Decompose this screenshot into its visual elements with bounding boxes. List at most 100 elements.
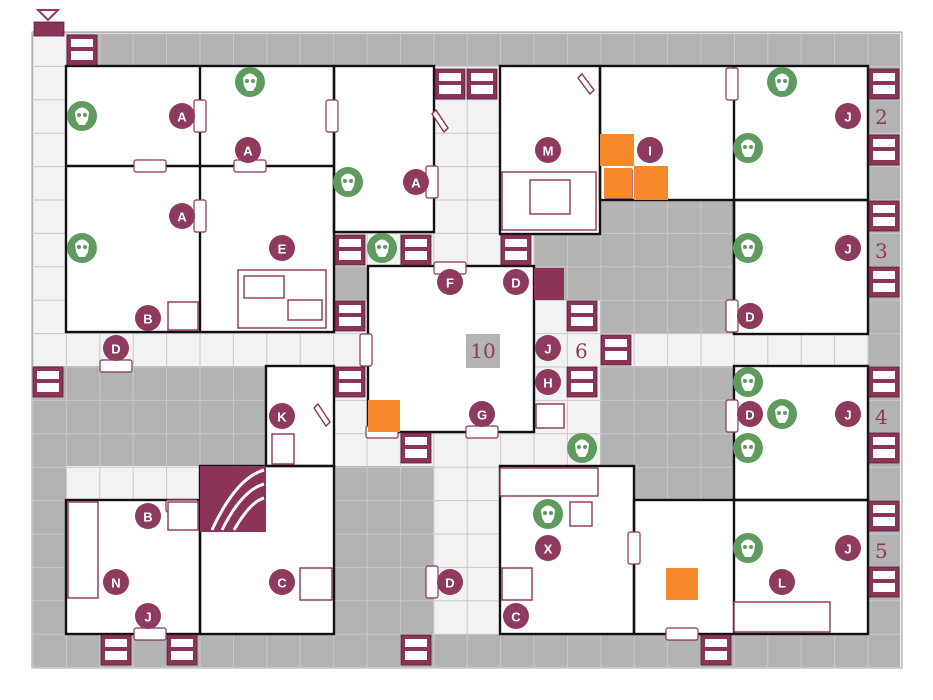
corridor-number-4: 4 [875, 405, 888, 429]
corridor-number-5: 5 [875, 539, 888, 563]
marker-x[interactable]: X [535, 535, 561, 561]
rubble-icon [868, 432, 900, 464]
marker-label: K [277, 410, 287, 425]
rubble-icon [868, 266, 900, 298]
marker-b[interactable]: B [135, 503, 161, 529]
marker-c[interactable]: C [503, 603, 529, 629]
skull-icon[interactable] [67, 101, 97, 131]
door-icon[interactable] [99, 359, 133, 373]
rubble-icon [868, 200, 900, 232]
marker-j[interactable]: J [135, 603, 161, 629]
marker-d[interactable]: D [437, 569, 463, 595]
goblin-icon[interactable] [733, 133, 763, 163]
marker-label: M [543, 144, 554, 159]
rubble-icon [334, 300, 366, 332]
marker-k[interactable]: K [269, 403, 295, 429]
skull-icon[interactable] [235, 67, 265, 97]
rack-icon [271, 403, 593, 527]
corridor-number-3: 3 [875, 239, 888, 263]
marker-e[interactable]: E [269, 235, 295, 261]
marker-j[interactable]: J [835, 235, 861, 261]
skull-icon[interactable] [67, 233, 97, 263]
marker-g[interactable]: G [469, 401, 495, 427]
rubble-icon [400, 432, 432, 464]
door-icon[interactable] [325, 99, 339, 133]
goblin-icon[interactable] [733, 533, 763, 563]
marker-label: C [277, 576, 287, 591]
goblin-icon[interactable] [733, 367, 763, 397]
marker-a[interactable]: A [169, 103, 195, 129]
marker-i[interactable]: I [637, 137, 663, 163]
marker-label: D [111, 342, 120, 357]
marker-label: J [144, 610, 151, 625]
marker-d[interactable]: D [503, 269, 529, 295]
orc-icon[interactable] [767, 67, 797, 97]
door-icon[interactable] [725, 399, 739, 433]
rubble-icon [32, 366, 64, 398]
marker-label: B [143, 312, 152, 327]
marker-d[interactable]: D [103, 335, 129, 361]
marker-label: A [177, 110, 187, 125]
marker-a[interactable]: A [235, 137, 261, 163]
corridor-number-6: 6 [575, 339, 588, 363]
mummy-icon[interactable] [533, 499, 563, 529]
chaos-warrior-icon[interactable] [367, 233, 397, 263]
door-icon[interactable] [665, 627, 699, 641]
marker-c[interactable]: C [269, 569, 295, 595]
chaos-warrior-icon[interactable] [567, 433, 597, 463]
marker-label: L [778, 576, 786, 591]
marker-a[interactable]: A [169, 203, 195, 229]
marker-d[interactable]: D [737, 303, 763, 329]
rubble-icon [400, 234, 432, 266]
rubble-icon [334, 366, 366, 398]
marker-a[interactable]: A [403, 169, 429, 195]
center-room-label: 10 [466, 334, 500, 368]
alchemist-bench-icon [501, 171, 597, 231]
table-icon [237, 269, 327, 329]
rubble-icon [500, 234, 532, 266]
orc-icon[interactable] [767, 399, 797, 429]
marker-label: J [844, 242, 851, 257]
marker-n[interactable]: N [103, 569, 129, 595]
marker-b[interactable]: B [135, 305, 161, 331]
marker-label: D [511, 276, 520, 291]
door-icon[interactable] [627, 531, 641, 565]
door-icon[interactable] [359, 333, 373, 367]
furniture [67, 72, 831, 633]
marker-h[interactable]: H [535, 369, 561, 395]
marker-d[interactable]: D [737, 401, 763, 427]
door-icon[interactable] [425, 565, 439, 599]
marker-label: D [745, 408, 754, 423]
door-icon[interactable] [133, 159, 167, 173]
marker-label: C [511, 610, 521, 625]
marker-label: A [177, 210, 187, 225]
marker-label: J [544, 342, 551, 357]
marker-label: J [844, 542, 851, 557]
rubble-icon [166, 634, 198, 666]
corridor-number-2: 2 [875, 105, 888, 129]
marker-j[interactable]: J [835, 535, 861, 561]
marker-j[interactable]: J [835, 103, 861, 129]
door-icon[interactable] [193, 99, 207, 133]
marker-label: G [477, 408, 487, 423]
skull-icon[interactable] [333, 167, 363, 197]
marker-l[interactable]: L [769, 569, 795, 595]
marker-label: J [844, 408, 851, 423]
rubble-icon [868, 500, 900, 532]
orc-icon[interactable] [733, 233, 763, 263]
door-icon[interactable] [133, 627, 167, 641]
goblin-icon[interactable] [733, 433, 763, 463]
marker-label: I [648, 144, 652, 159]
door-icon[interactable] [193, 199, 207, 233]
marker-j[interactable]: J [835, 401, 861, 427]
pit-trap-icon [600, 134, 698, 600]
marker-j[interactable]: J [535, 335, 561, 361]
door-icon[interactable] [725, 299, 739, 333]
door-icon[interactable] [725, 67, 739, 101]
marker-m[interactable]: M [535, 137, 561, 163]
throne-icon [534, 268, 564, 300]
marker-f[interactable]: F [437, 269, 463, 295]
rubble-icon [700, 634, 732, 666]
door-icon[interactable] [465, 425, 499, 439]
marker-label: A [411, 176, 421, 191]
